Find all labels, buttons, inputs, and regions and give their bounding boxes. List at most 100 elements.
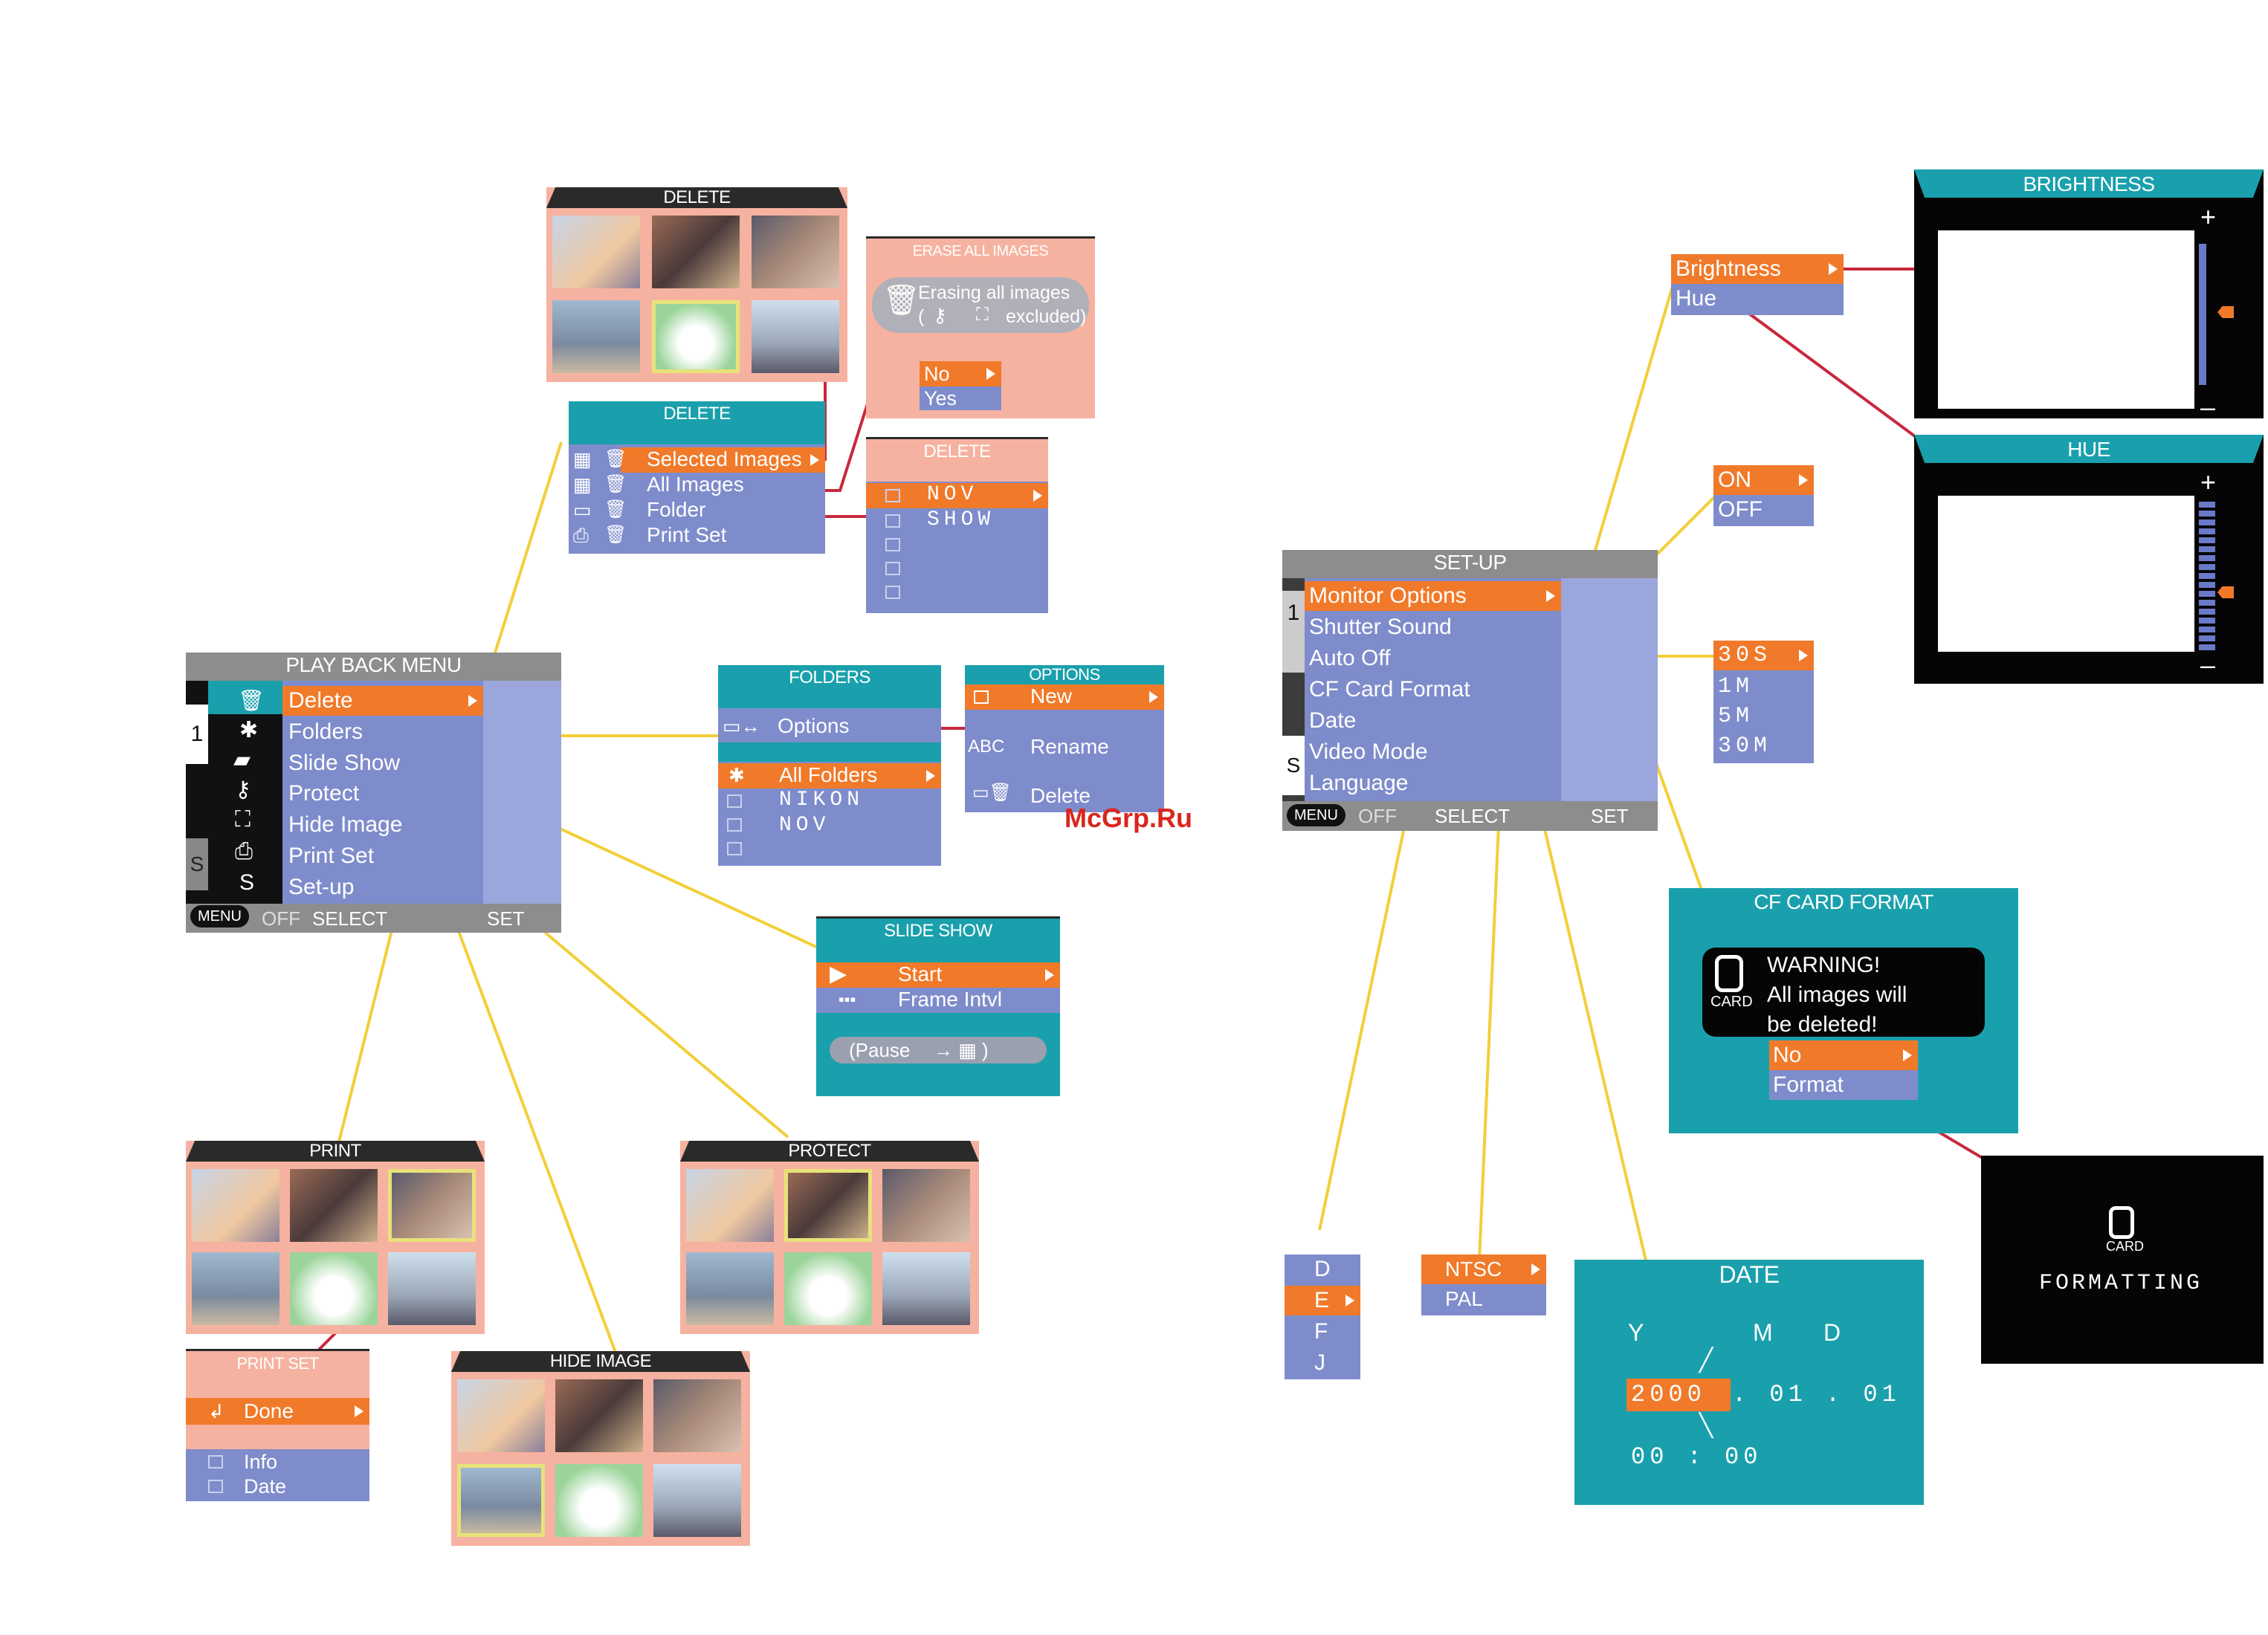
language-j[interactable]: J bbox=[1314, 1350, 1325, 1375]
checkbox-icon[interactable] bbox=[208, 1480, 223, 1493]
printset-done[interactable]: Done bbox=[244, 1399, 294, 1422]
printset-done-row[interactable] bbox=[186, 1398, 369, 1425]
folders-all[interactable]: All Folders bbox=[779, 763, 878, 786]
language-e[interactable]: E bbox=[1314, 1288, 1330, 1312]
video-ntsc[interactable]: NTSC bbox=[1445, 1257, 1502, 1281]
footer-menu-button[interactable]: MENU bbox=[1287, 804, 1345, 826]
playback-item-delete[interactable]: Delete bbox=[288, 688, 353, 713]
folders-options[interactable]: Options bbox=[778, 714, 850, 737]
thumbnail[interactable] bbox=[653, 1464, 741, 1537]
thumbnail-selected[interactable] bbox=[652, 300, 740, 373]
monitor-brightness-row[interactable] bbox=[1671, 254, 1844, 284]
setup-item-video[interactable]: Video Mode bbox=[1309, 739, 1428, 764]
setup-item-cfformat[interactable]: CF Card Format bbox=[1309, 677, 1470, 702]
folders-all-row[interactable] bbox=[718, 763, 941, 789]
autooff-1m[interactable]: 1M bbox=[1718, 674, 1754, 699]
brightness-scale[interactable] bbox=[2199, 244, 2206, 385]
date-time[interactable]: 00 : 00 bbox=[1631, 1443, 1763, 1471]
cf-option-format[interactable]: Format bbox=[1773, 1072, 1844, 1097]
delete-folder-nov[interactable]: NOV bbox=[927, 483, 978, 506]
printset-info[interactable]: Info bbox=[244, 1451, 278, 1473]
setup-tab-s[interactable]: S bbox=[1282, 736, 1305, 795]
brightness-slider-marker[interactable] bbox=[2217, 306, 2234, 318]
video-pal[interactable]: PAL bbox=[1445, 1287, 1483, 1310]
setup-tab-1[interactable]: 1 bbox=[1282, 591, 1305, 673]
thumbnail-selected[interactable] bbox=[784, 1169, 872, 1242]
options-delete[interactable]: Delete bbox=[1030, 784, 1091, 807]
delete-item-selected[interactable]: Selected Images bbox=[647, 447, 802, 470]
thumbnail[interactable] bbox=[388, 1252, 476, 1325]
date-year-field[interactable] bbox=[1626, 1379, 1731, 1411]
setup-item-date[interactable]: Date bbox=[1309, 708, 1357, 733]
playback-tab-s[interactable]: S bbox=[186, 838, 208, 890]
checkbox-icon[interactable] bbox=[208, 1455, 223, 1469]
footer-menu-button[interactable]: MENU bbox=[190, 905, 249, 927]
thumbnail[interactable] bbox=[882, 1252, 970, 1325]
delete-item-printset[interactable]: Print Set bbox=[647, 523, 727, 546]
printset-date[interactable]: Date bbox=[244, 1475, 287, 1498]
thumbnail[interactable] bbox=[552, 216, 640, 288]
date-month-day[interactable]: . 01 . 01 bbox=[1732, 1381, 1901, 1408]
setup-item-language[interactable]: Language bbox=[1309, 771, 1409, 795]
thumbnail[interactable] bbox=[752, 300, 839, 373]
thumbnail[interactable] bbox=[882, 1169, 970, 1242]
playback-item-setup[interactable]: Set-up bbox=[288, 875, 355, 899]
erase-option-yes-label[interactable]: Yes bbox=[924, 387, 957, 409]
date-year[interactable]: 2000 bbox=[1631, 1381, 1706, 1408]
playback-item-protect[interactable]: Protect bbox=[288, 781, 360, 806]
setup-item-autooff[interactable]: Auto Off bbox=[1309, 646, 1391, 670]
thumbnail[interactable] bbox=[686, 1169, 774, 1242]
slideshow-frame-intvl[interactable]: Frame Intvl bbox=[898, 988, 1003, 1011]
thumbnail[interactable] bbox=[192, 1169, 280, 1242]
thumbnail[interactable] bbox=[653, 1379, 741, 1452]
folders-nikon[interactable]: NIKON bbox=[779, 789, 865, 812]
autooff-30m[interactable]: 30M bbox=[1718, 734, 1772, 759]
playback-item-printset[interactable]: Print Set bbox=[288, 844, 375, 868]
thumbnail-selected[interactable] bbox=[457, 1464, 545, 1537]
delete-folder-nov-row[interactable] bbox=[866, 483, 1048, 508]
playback-item-delete-row[interactable] bbox=[282, 686, 483, 716]
setup-item-shutter[interactable]: Shutter Sound bbox=[1309, 615, 1452, 639]
language-e-row[interactable] bbox=[1285, 1286, 1360, 1315]
cf-option-format-row[interactable] bbox=[1769, 1070, 1918, 1100]
thumbnail[interactable] bbox=[290, 1169, 378, 1242]
delete-item-folder[interactable]: Folder bbox=[647, 498, 706, 521]
video-ntsc-row[interactable] bbox=[1421, 1254, 1546, 1284]
options-new[interactable]: New bbox=[1030, 684, 1073, 708]
thumbnail[interactable] bbox=[290, 1252, 378, 1325]
thumbnail-selected[interactable] bbox=[388, 1169, 476, 1242]
autooff-30s[interactable]: 30S bbox=[1718, 643, 1772, 668]
autooff-5m[interactable]: 5M bbox=[1718, 704, 1754, 729]
thumbnail[interactable] bbox=[686, 1252, 774, 1325]
thumbnail[interactable] bbox=[555, 1464, 643, 1537]
shutter-on[interactable]: ON bbox=[1718, 467, 1751, 492]
playback-item-hide[interactable]: Hide Image bbox=[288, 812, 403, 837]
options-new-row[interactable] bbox=[965, 684, 1164, 710]
playback-item-slideshow[interactable]: Slide Show bbox=[288, 751, 401, 775]
thumbnail[interactable] bbox=[555, 1379, 643, 1452]
shutter-on-row[interactable] bbox=[1713, 465, 1814, 495]
setup-item-monitor-row[interactable] bbox=[1305, 581, 1561, 611]
monitor-brightness[interactable]: Brightness bbox=[1676, 256, 1781, 281]
shutter-off[interactable]: OFF bbox=[1718, 497, 1763, 522]
slideshow-start-row[interactable] bbox=[816, 962, 1060, 988]
delete-item-all[interactable]: All Images bbox=[647, 473, 744, 496]
thumbnail[interactable] bbox=[652, 216, 740, 288]
thumbnail[interactable] bbox=[552, 300, 640, 373]
delete-item-selected-row[interactable] bbox=[621, 447, 825, 473]
cf-option-no-row[interactable] bbox=[1769, 1040, 1918, 1070]
monitor-hue[interactable]: Hue bbox=[1676, 286, 1717, 311]
folders-nov[interactable]: NOV bbox=[779, 814, 830, 837]
delete-folder-show[interactable]: SHOW bbox=[927, 508, 995, 531]
playback-item-folders[interactable]: Folders bbox=[288, 719, 364, 744]
language-d[interactable]: D bbox=[1314, 1257, 1331, 1281]
slideshow-start[interactable]: Start bbox=[898, 962, 943, 985]
setup-item-monitor[interactable]: Monitor Options bbox=[1309, 583, 1467, 608]
cf-option-no[interactable]: No bbox=[1773, 1043, 1802, 1067]
autooff-30s-row[interactable] bbox=[1713, 641, 1814, 670]
erase-option-no-label[interactable]: No bbox=[924, 363, 950, 385]
thumbnail[interactable] bbox=[752, 216, 839, 288]
hue-slider-marker[interactable] bbox=[2217, 586, 2234, 598]
playback-tab-1[interactable]: 1 bbox=[186, 705, 208, 764]
thumbnail[interactable] bbox=[784, 1252, 872, 1325]
